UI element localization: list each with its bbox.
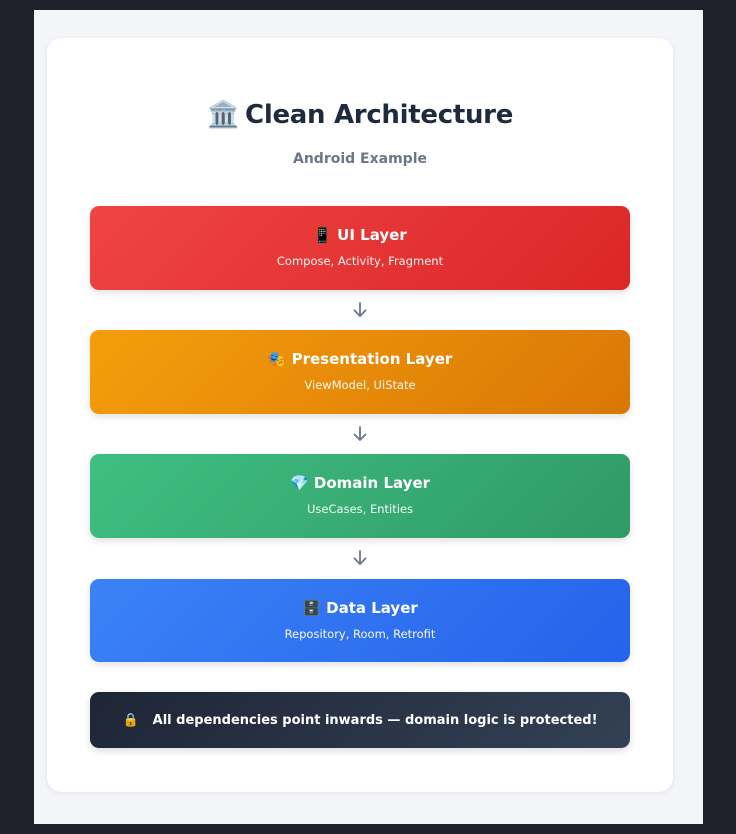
down-arrow-icon bbox=[353, 550, 367, 565]
architecture-card: 🏛️Clean Architecture Android Example 📱 U… bbox=[47, 38, 673, 792]
ui-layer-box: 📱 UI Layer Compose, Activity, Fragment bbox=[90, 206, 630, 290]
layer-name: Presentation Layer bbox=[291, 350, 453, 368]
layer-name: UI Layer bbox=[337, 226, 407, 244]
dependency-rule-banner: 🔒 All dependencies point inwards — domai… bbox=[90, 692, 630, 748]
page-title: 🏛️Clean Architecture bbox=[47, 100, 673, 130]
layer-title: 🗄️ Data Layer bbox=[90, 599, 630, 617]
lock-icon: 🔒 bbox=[122, 712, 139, 728]
layer-description: Compose, Activity, Fragment bbox=[276, 254, 444, 268]
layer-description: Repository, Room, Retrofit bbox=[284, 627, 436, 641]
presentation-layer-box: 🎭 Presentation Layer ViewModel, UiState bbox=[90, 330, 630, 414]
layer-title: 💎 Domain Layer bbox=[90, 474, 630, 492]
page-subtitle: Android Example bbox=[293, 151, 427, 167]
layer-description: ViewModel, UiState bbox=[304, 378, 416, 392]
data-layer-box: 🗄️ Data Layer Repository, Room, Retrofit bbox=[90, 579, 630, 662]
layer-description: UseCases, Entities bbox=[307, 502, 413, 516]
down-arrow-icon bbox=[353, 302, 367, 317]
gem-icon: 💎 bbox=[289, 474, 309, 492]
layer-name: Data Layer bbox=[326, 599, 418, 617]
masks-icon: 🎭 bbox=[267, 350, 287, 368]
page-frame: 🏛️Clean Architecture Android Example 📱 U… bbox=[34, 10, 703, 824]
banner-text: All dependencies point inwards — domain … bbox=[152, 712, 598, 728]
title-text: Clean Architecture bbox=[245, 100, 514, 130]
layer-name: Domain Layer bbox=[313, 474, 431, 492]
down-arrow-icon bbox=[353, 426, 367, 441]
building-icon: 🏛️ bbox=[206, 100, 240, 130]
phone-icon: 📱 bbox=[313, 226, 332, 244]
file-cabinet-icon: 🗄️ bbox=[302, 599, 321, 617]
layer-title: 📱 UI Layer bbox=[90, 226, 630, 244]
domain-layer-box: 💎 Domain Layer UseCases, Entities bbox=[90, 454, 630, 538]
layer-title: 🎭 Presentation Layer bbox=[90, 350, 630, 368]
